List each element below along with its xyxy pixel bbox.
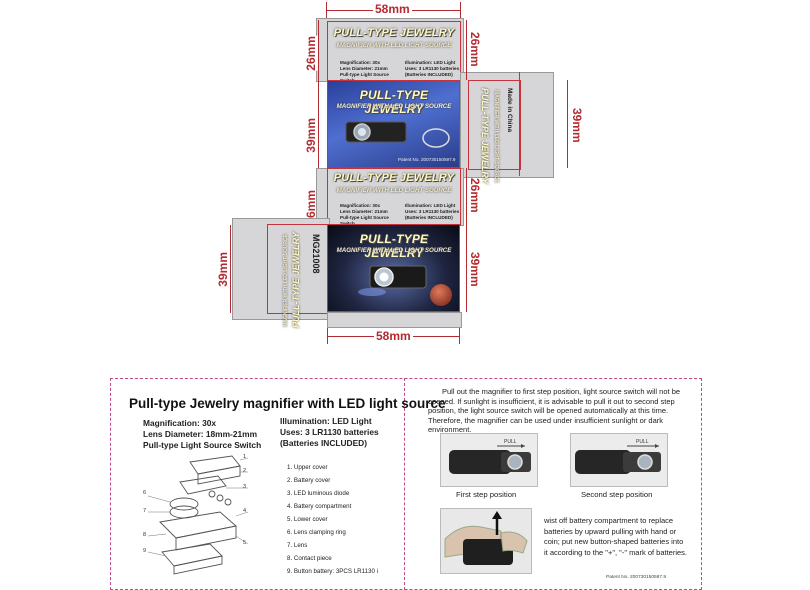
parts-list-item: 1. Upper cover	[287, 464, 328, 471]
spec-batteries: (Batteries INCLUDED)	[280, 438, 368, 448]
exploded-diagram	[140, 452, 252, 576]
right-top-dimension-line	[567, 80, 568, 168]
right-side-print-area	[468, 80, 521, 170]
callout-9: 9	[143, 548, 147, 554]
right-dimension-label-4: 39mm	[468, 252, 482, 287]
spec-magnification: Magnification: 30x	[143, 418, 217, 428]
bottom-dimension-tick-right	[459, 328, 460, 344]
callout-1: 1	[243, 454, 247, 460]
bottom-glue-flap	[327, 312, 462, 328]
callout-5: 5	[243, 540, 247, 546]
right-middle-dimension-line	[466, 168, 467, 224]
callout-7: 7	[143, 508, 147, 514]
top-dimension-label: 58mm	[373, 2, 412, 16]
left-dimension-label-1: 26mm	[304, 36, 318, 71]
parts-list-item: 2. Battery cover	[287, 477, 331, 484]
instruction-divider	[404, 378, 405, 590]
right-side-subtitle: MAGNIFIER WITH LED LIGHT SOURCE	[493, 90, 499, 183]
front-panel-patent: Patent No. 200730150597.9	[398, 157, 456, 162]
top-flap-subtitle: MAGNIFIER WITH LED LIGHT SOURCE	[336, 42, 452, 49]
parts-list-item: 7. Lens	[287, 542, 308, 549]
top-flap-title: PULL-TYPE JEWELRY	[333, 27, 455, 39]
spec-left-block: Magnification: 30x Lens Diameter: 18mm-2…	[143, 418, 261, 451]
spec-switch: Pull-type Light Source Switch	[143, 440, 262, 450]
callout-4: 4	[243, 508, 247, 514]
right-lower-dimension-line	[466, 224, 467, 312]
right-dimension-label-3: 26mm	[468, 178, 482, 213]
top-flap-panel	[316, 18, 464, 82]
left-side-panel	[232, 218, 330, 320]
parts-list-item: 8. Contact piece	[287, 555, 332, 562]
spec-illumination: Illumination: LED Light	[280, 416, 372, 426]
spec-uses: Uses: 3 LR1130 batteries	[280, 427, 379, 437]
right-side-panel	[460, 72, 554, 178]
usage-paragraph: Pull out the magnifier to first step pos…	[428, 387, 681, 435]
left-lower-dimension-line	[230, 225, 231, 313]
right-dimension-label-2: 39mm	[570, 108, 584, 143]
first-step-pull-label: PULL	[504, 439, 517, 445]
bottom-flap-title: PULL-TYPE JEWELRY	[333, 172, 455, 184]
right-side-fold-line	[519, 72, 520, 176]
top-dimension-tick-left	[326, 2, 327, 18]
spec-right-block: Illumination: LED Light Uses: 3 LR1130 b…	[280, 416, 379, 449]
left-side-title: PULL-TYPE JEWELRY	[291, 232, 301, 328]
second-step-photo	[570, 433, 668, 487]
right-side-title: PULL-TYPE JEWELRY	[480, 88, 490, 184]
parts-list-item: 6. Lens clamping ring	[287, 529, 346, 536]
instruction-heading: Pull-type Jewelry magnifier with LED lig…	[129, 396, 446, 411]
back-panel-subtitle: MAGNIFIER WITH LED LIGHT SOURCE	[336, 247, 452, 254]
callout-3: 3	[243, 484, 247, 490]
callout-2: 2	[243, 468, 247, 474]
left-dimension-label-4: 39mm	[216, 252, 230, 287]
battery-replacement-text: wist off battery compartment to replace …	[544, 516, 688, 557]
parts-list-item: 3. LED luminous diode	[287, 490, 350, 497]
callout-6: 6	[143, 490, 147, 496]
parts-list-item: 4. Battery compartment	[287, 503, 352, 510]
bottom-dimension-label: 58mm	[374, 329, 413, 343]
keychain-ring-icon	[418, 124, 454, 152]
left-dimension-label-2: 39mm	[304, 118, 318, 153]
first-step-photo	[440, 433, 538, 487]
front-panel-subtitle: MAGNIFIER WITH LED LIGHT SOURCE	[336, 103, 452, 110]
patent-label: Patent No. 200730150597.9	[606, 575, 667, 580]
top-dimension-tick-right	[460, 2, 461, 18]
left-dimension-line	[318, 20, 319, 225]
parts-list-item: 5. Lower cover	[287, 516, 328, 523]
gemstone-icon	[430, 284, 452, 306]
right-dimension-label-1: 26mm	[468, 32, 482, 67]
front-panel-title: PULL-TYPE JEWELRY	[359, 88, 429, 116]
parts-list: 1. Upper cover 2. Battery cover 3. LED l…	[287, 461, 402, 578]
second-step-caption: Second step position	[581, 490, 653, 499]
bottom-dimension-tick-left	[327, 328, 328, 344]
made-in-label: Made in China	[506, 88, 513, 133]
battery-replacement-photo	[440, 508, 532, 574]
magnifier-with-light-icon	[350, 258, 430, 298]
right-upper-dimension-line	[466, 20, 467, 80]
bottom-flap-subtitle: MAGNIFIER WITH LED LIGHT SOURCE	[336, 187, 452, 194]
back-panel-title: PULL-TYPE JEWELRY	[359, 232, 429, 260]
parts-list-item: 9. Button battery: 3PCS LR1130 i	[287, 568, 379, 575]
second-step-pull-label: PULL	[636, 439, 649, 445]
model-number-label: MG21008	[311, 234, 321, 274]
spec-lens-diameter: Lens Diameter: 18mm-21mm	[143, 429, 258, 439]
magnifier-product-icon	[340, 116, 412, 146]
left-side-subtitle: MAGNIFIER WITH LED LIGHT SOURCE	[283, 234, 289, 327]
callout-8: 8	[143, 532, 147, 538]
first-step-caption: First step position	[456, 490, 517, 499]
